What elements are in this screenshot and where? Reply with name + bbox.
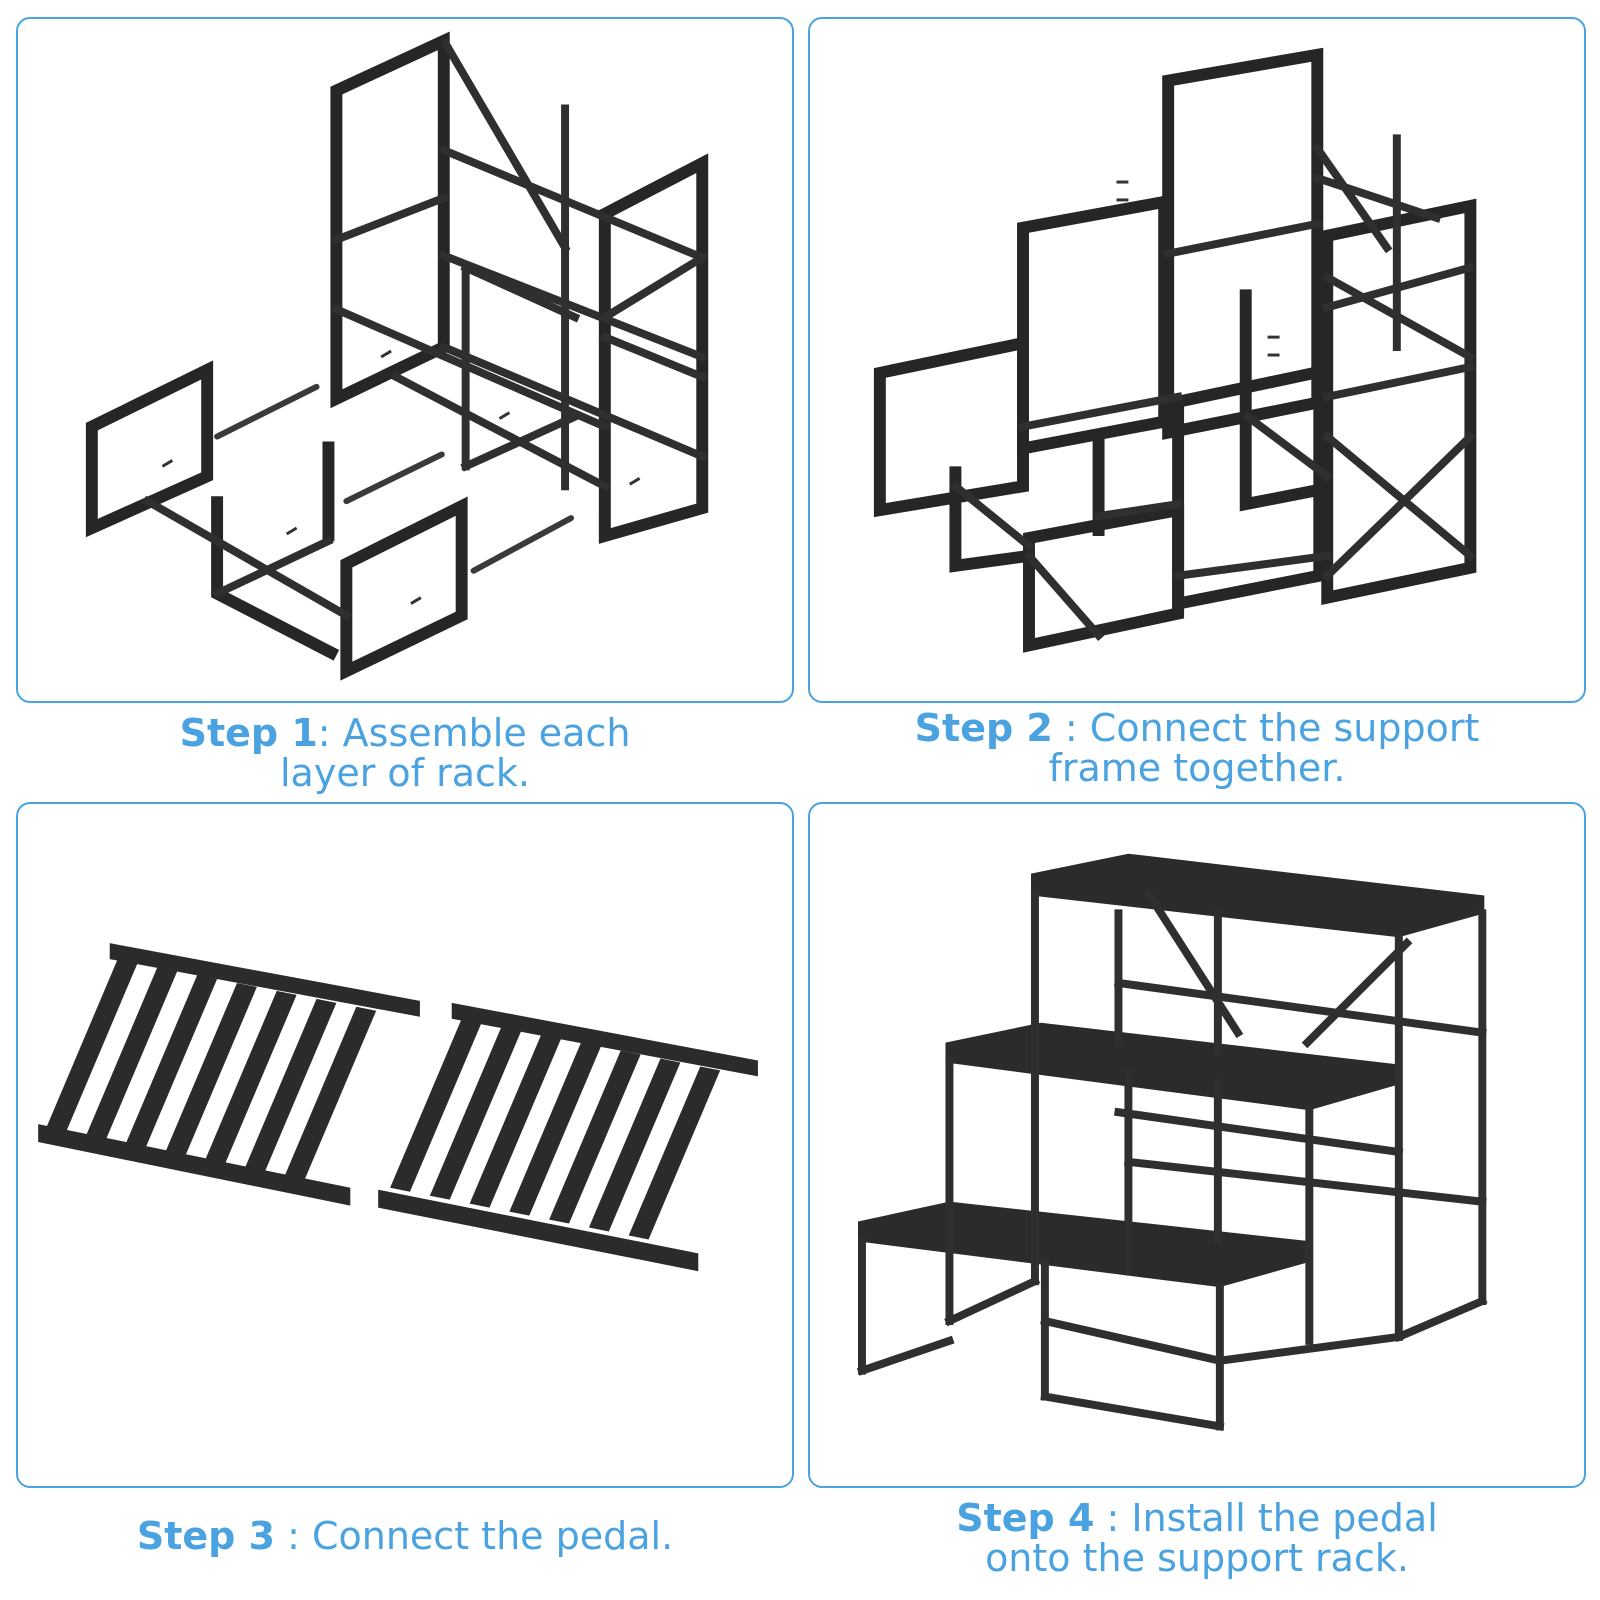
step3-pedal-diagram — [38, 943, 758, 1272]
middle-shelf — [945, 1022, 1399, 1111]
step2-text-line2: frame together. — [1048, 746, 1346, 790]
step1-text-line1: : Assemble each — [317, 711, 631, 755]
step4-assembled-rack-diagram — [856, 853, 1488, 1431]
rack-legs — [857, 889, 1487, 1431]
bottom-shelf — [857, 1201, 1312, 1288]
right-pedal-half — [378, 1002, 758, 1272]
step4-caption: Step 4 : Install the pedal onto the supp… — [808, 1498, 1586, 1578]
small-side-frame — [85, 360, 214, 538]
step1-text-line2: layer of rack. — [279, 751, 530, 795]
step3-illustration-panel — [16, 802, 794, 1488]
step2-label: Step 2 — [914, 706, 1053, 750]
step4-text-line1: : Install the pedal — [1094, 1496, 1438, 1540]
step4-label: Step 4 — [956, 1496, 1095, 1540]
step4-text-line2: onto the support rack. — [985, 1536, 1409, 1580]
front-frame — [873, 335, 1185, 653]
step3-text-line1: : Connect the pedal. — [275, 1514, 674, 1558]
step1-caption: Step 1: Assemble each layer of rack. — [16, 713, 794, 793]
frame-crossbars — [331, 38, 708, 491]
step4-illustration-panel — [808, 802, 1586, 1488]
middle-frame — [211, 441, 468, 681]
loose-rods — [214, 383, 575, 574]
step1-exploded-frame-diagram — [85, 31, 709, 681]
step2-text-line1: : Connect the support — [1052, 706, 1480, 750]
crossbars — [949, 134, 1477, 641]
step2-caption: Step 2 : Connect the support frame toget… — [808, 708, 1586, 788]
top-shelf — [1030, 853, 1485, 938]
step2-support-frame-diagram — [873, 47, 1477, 653]
step1-label: Step 1 — [179, 711, 318, 755]
step1-illustration-panel — [16, 17, 794, 703]
lower-crossbars — [142, 371, 611, 621]
step3-label: Step 3 — [136, 1514, 276, 1558]
rack-crossbars — [856, 887, 1488, 1431]
screws — [1116, 180, 1280, 357]
step2-illustration-panel — [808, 17, 1586, 703]
left-pedal-half — [38, 943, 420, 1206]
step3-caption: Step 3 : Connect the pedal. — [16, 1516, 794, 1556]
screws — [161, 349, 641, 605]
